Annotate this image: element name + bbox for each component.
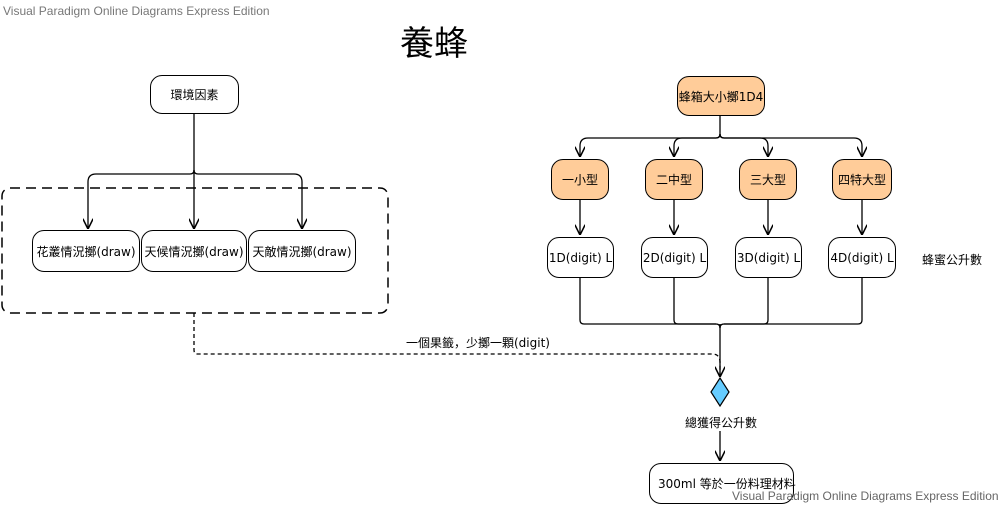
node-output-3d[interactable]: 3D(digit) L (735, 237, 802, 278)
watermark-bottom: Visual Paradigm Online Diagrams Express … (732, 489, 999, 503)
node-size-medium[interactable]: 二中型 (645, 159, 703, 200)
node-size-extra-large[interactable]: 四特大型 (832, 159, 892, 200)
dashed-edge-label: 一個果籤，少擲一顆(digit) (406, 336, 550, 350)
dashed-group-frame (1, 187, 389, 314)
node-predator-condition[interactable]: 天敵情況擲(draw) (248, 230, 356, 272)
merge-diamond (710, 376, 730, 408)
right-tree-edges (580, 116, 862, 460)
diagram-title: 養蜂 (400, 24, 468, 64)
node-hive-size-roll[interactable]: 蜂箱大小擲1D4 (677, 76, 765, 116)
node-output-2d[interactable]: 2D(digit) L (641, 237, 708, 278)
node-output-1d[interactable]: 1D(digit) L (547, 237, 614, 278)
node-size-large[interactable]: 三大型 (739, 159, 797, 200)
node-environment-factors[interactable]: 環境因素 (150, 75, 239, 114)
node-weather-condition[interactable]: 天候情況擲(draw) (141, 230, 247, 272)
node-flower-condition[interactable]: 花叢情況擲(draw) (32, 230, 140, 272)
honey-liters-label: 蜂蜜公升數 (922, 253, 983, 267)
node-size-small[interactable]: 一小型 (551, 159, 609, 200)
left-tree-edges (88, 114, 302, 228)
merge-label: 總獲得公升數 (684, 414, 759, 431)
node-output-4d[interactable]: 4D(digit) L (828, 237, 896, 278)
node-final-result[interactable]: 300ml 等於一份料理材料 (649, 463, 796, 504)
watermark-top: Visual Paradigm Online Diagrams Express … (3, 4, 270, 18)
